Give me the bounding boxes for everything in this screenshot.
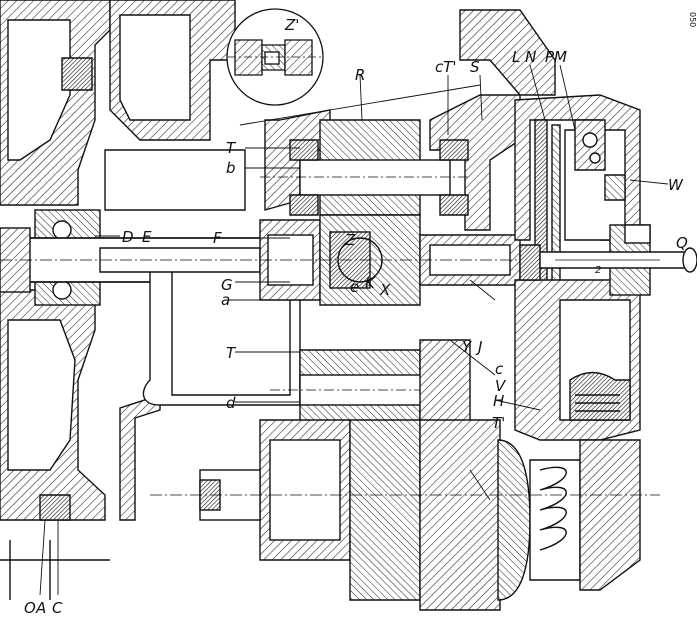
leader-lines bbox=[39, 64, 669, 596]
label-ct-prime: cT' bbox=[435, 58, 457, 76]
clutch-assembly bbox=[514, 94, 697, 441]
gear-case bbox=[260, 9, 556, 231]
dimension-2: 2 bbox=[595, 265, 601, 276]
label-z: Z bbox=[344, 231, 356, 249]
label-c: c bbox=[495, 360, 504, 378]
label-a-bottom: A bbox=[35, 599, 46, 617]
label-q: Q bbox=[676, 234, 688, 252]
label-r: R bbox=[355, 66, 365, 84]
label-y: Y bbox=[462, 338, 473, 356]
detail-inset bbox=[226, 8, 324, 106]
label-ln: L N bbox=[512, 48, 536, 66]
label-pm: PM bbox=[545, 48, 567, 66]
label-d-lower: d bbox=[226, 394, 236, 412]
label-b: b bbox=[226, 159, 236, 177]
lower-assembly bbox=[150, 339, 660, 611]
label-h: H bbox=[493, 392, 504, 410]
input-shaft bbox=[0, 214, 697, 306]
label-e: E bbox=[142, 228, 152, 246]
label-w: W bbox=[668, 176, 684, 194]
label-c-bottom: C bbox=[52, 599, 63, 617]
label-j: J bbox=[475, 338, 482, 356]
label-k: K bbox=[365, 274, 376, 292]
label-v: V bbox=[495, 377, 507, 395]
label-s: S bbox=[470, 58, 480, 76]
label-z-prime: Z' bbox=[284, 16, 299, 34]
label-t-mid: T bbox=[226, 344, 237, 362]
label-t-top: T bbox=[226, 139, 237, 157]
label-o: O bbox=[24, 599, 36, 617]
label-a: a bbox=[221, 291, 230, 309]
label-e-lower: e bbox=[350, 278, 359, 296]
label-g: G bbox=[221, 276, 233, 294]
sheet-number: 050 bbox=[688, 12, 697, 27]
label-t-prime-low: T' bbox=[492, 414, 505, 432]
label-f: F bbox=[213, 229, 222, 247]
label-x: X bbox=[379, 281, 391, 299]
label-d: D bbox=[122, 228, 134, 246]
